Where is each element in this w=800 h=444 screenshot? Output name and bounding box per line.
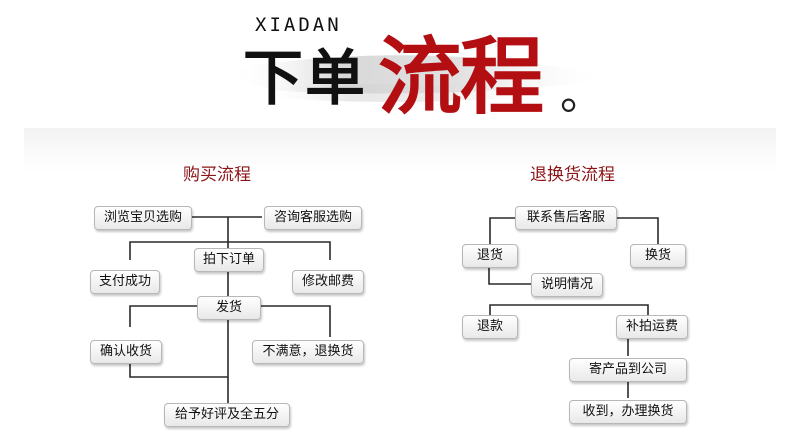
node-browse-products: 浏览宝贝选购 [94, 206, 192, 230]
node-modify-postage: 修改邮费 [292, 270, 364, 294]
banner-title-red: 流程 [378, 27, 544, 126]
connector-explain-split [489, 304, 649, 317]
banner-title-black: 下单 [243, 44, 367, 114]
node-consult-service: 咨询客服选购 [264, 206, 362, 230]
node-contact-aftersales: 联系售后客服 [515, 206, 617, 230]
node-ship: 发货 [197, 296, 261, 320]
node-return-goods: 退货 [462, 244, 518, 268]
banner-title-mark: 。 [560, 69, 604, 120]
connector-confirm-to-rate [129, 362, 228, 378]
connector-order-split [129, 241, 331, 260]
node-received-exchange: 收到，办理换货 [569, 400, 687, 424]
node-confirm-receipt: 确认收货 [90, 340, 162, 364]
node-explain-situation: 说明情况 [531, 273, 603, 297]
connector-return-to-explain [488, 266, 531, 285]
node-give-rating: 给予好评及全五分 [164, 403, 290, 427]
node-unsatisfied-return: 不满意，退换货 [252, 340, 364, 364]
node-refund: 退款 [462, 315, 518, 339]
purchase-flow-heading: 购买流程 [183, 165, 251, 185]
header-banner: XIADAN 下单 流程 。 [0, 0, 800, 126]
node-place-order: 拍下订单 [194, 248, 264, 272]
node-payment-success: 支付成功 [90, 270, 160, 294]
node-pay-shipping-fee: 补拍运费 [616, 315, 688, 339]
banner-subtitle: XIADAN [255, 14, 342, 36]
node-exchange-goods: 换货 [630, 244, 686, 268]
return-flow-heading: 退换货流程 [530, 165, 615, 185]
ink-brush-decoration [230, 55, 610, 102]
node-send-product-back: 寄产品到公司 [569, 358, 687, 382]
